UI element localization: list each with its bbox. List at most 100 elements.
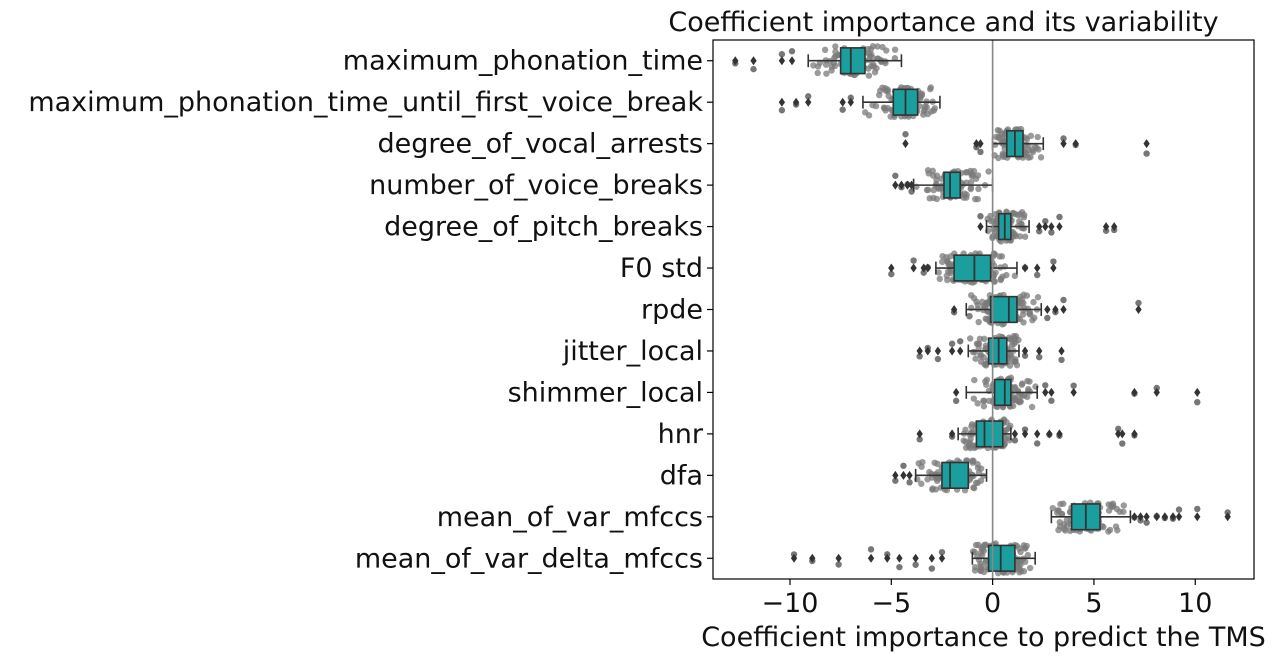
y-tick-label: mean_of_var_mfccs bbox=[437, 502, 703, 533]
outlier-marker bbox=[912, 553, 919, 563]
strip-point bbox=[918, 480, 925, 487]
strip-point bbox=[916, 436, 923, 443]
strip-point bbox=[1143, 150, 1150, 157]
strip-point bbox=[996, 127, 1003, 135]
strip-point bbox=[980, 397, 987, 405]
outlier-marker bbox=[920, 263, 927, 273]
outlier-marker bbox=[1021, 346, 1029, 356]
outlier-marker bbox=[906, 470, 913, 480]
outlier-marker bbox=[1056, 429, 1063, 439]
strip-point bbox=[1120, 508, 1127, 515]
strip-point bbox=[835, 561, 842, 568]
outlier-marker bbox=[1131, 512, 1138, 522]
outlier-marker bbox=[1153, 387, 1160, 397]
strip-point bbox=[928, 108, 935, 115]
strip-point bbox=[912, 561, 919, 568]
strip-point bbox=[892, 477, 899, 484]
y-tick-label: degree_of_vocal_arrests bbox=[377, 129, 703, 160]
outlier-marker bbox=[900, 470, 907, 480]
outlier-marker bbox=[1034, 429, 1041, 439]
strip-point bbox=[1143, 519, 1150, 526]
strip-point bbox=[867, 546, 875, 553]
outlier-marker bbox=[1052, 305, 1059, 314]
strip-point bbox=[939, 252, 946, 260]
strip-point bbox=[998, 253, 1006, 260]
outlier-marker bbox=[778, 56, 786, 66]
outlier-marker bbox=[908, 180, 915, 190]
strip-point bbox=[921, 106, 929, 113]
outlier-marker bbox=[910, 263, 917, 273]
y-tick-label: maximum_phonation_time_until_first_voice… bbox=[28, 87, 703, 118]
strip-point bbox=[1026, 378, 1033, 385]
strip-point bbox=[750, 65, 757, 73]
outlier-marker bbox=[1042, 222, 1049, 232]
strip-point bbox=[1112, 523, 1120, 530]
strip-point bbox=[810, 62, 817, 69]
strip-point bbox=[823, 70, 830, 77]
strip-point bbox=[995, 134, 1002, 141]
strip-point bbox=[1034, 294, 1042, 301]
outlier-marker bbox=[792, 97, 800, 107]
outlier-marker bbox=[788, 56, 796, 66]
strip-point bbox=[1023, 292, 1031, 299]
outlier-marker bbox=[778, 97, 786, 107]
strip-point bbox=[832, 48, 839, 55]
strip-point bbox=[865, 65, 872, 72]
outlier-marker bbox=[1194, 387, 1201, 397]
strip-point bbox=[980, 547, 988, 554]
strip-point bbox=[1010, 210, 1017, 217]
strip-point bbox=[977, 148, 984, 156]
strip-point bbox=[992, 269, 999, 276]
strip-point bbox=[934, 355, 942, 363]
outlier-marker bbox=[902, 139, 909, 149]
strip-point bbox=[1036, 353, 1043, 361]
strip-point bbox=[956, 338, 964, 345]
outlier-marker bbox=[1169, 512, 1177, 522]
plot-frame bbox=[712, 39, 1255, 580]
strip-point bbox=[969, 348, 977, 356]
outlier-marker bbox=[934, 346, 942, 356]
outlier-marker bbox=[1143, 139, 1150, 149]
strip-point bbox=[934, 460, 941, 468]
strip-point bbox=[1031, 314, 1038, 322]
strip-point bbox=[865, 50, 873, 58]
outlier-marker bbox=[1046, 429, 1053, 439]
strip-point bbox=[1135, 299, 1142, 307]
y-tick-label: maximum_phonation_time bbox=[343, 46, 703, 77]
x-tick-label: 10 bbox=[1178, 588, 1212, 619]
strip-point bbox=[933, 176, 940, 184]
strip-point bbox=[1018, 381, 1026, 388]
strip-point bbox=[916, 353, 923, 360]
strip-point bbox=[896, 563, 903, 571]
strip-point bbox=[1025, 385, 1032, 393]
outlier-marker bbox=[950, 305, 958, 314]
outlier-marker bbox=[898, 180, 905, 190]
strip-point bbox=[1115, 425, 1122, 433]
strip-point bbox=[982, 342, 990, 349]
outlier-marker bbox=[1048, 222, 1055, 232]
outlier-marker bbox=[1153, 512, 1160, 522]
strip-point bbox=[924, 186, 932, 194]
strip-point bbox=[920, 269, 927, 276]
outlier-marker bbox=[1102, 222, 1110, 232]
box-iqr bbox=[953, 254, 992, 282]
strip-point bbox=[778, 107, 786, 114]
outlier-marker bbox=[867, 553, 875, 563]
strip-point bbox=[1030, 298, 1037, 306]
strip-point bbox=[814, 69, 821, 77]
x-tick-label: 5 bbox=[1085, 588, 1102, 619]
strip-point bbox=[1060, 135, 1067, 142]
outlier-marker bbox=[790, 553, 798, 563]
strip-point bbox=[1036, 228, 1043, 235]
outlier-marker bbox=[1161, 512, 1168, 522]
strip-point bbox=[966, 312, 973, 320]
outlier-marker bbox=[1175, 512, 1183, 522]
box-iqr bbox=[989, 295, 1018, 324]
strip-point bbox=[1017, 293, 1024, 301]
outlier-marker bbox=[1048, 387, 1055, 397]
x-tick-label: −5 bbox=[871, 588, 911, 619]
strip-point bbox=[1056, 213, 1063, 221]
strip-point bbox=[1012, 338, 1019, 346]
